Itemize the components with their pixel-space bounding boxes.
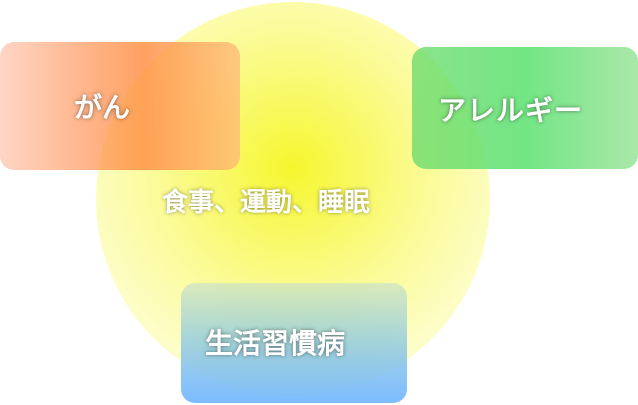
allergy-box: アレルギー: [412, 47, 638, 169]
lifestyle-disease-box: 生活習慣病: [181, 283, 407, 403]
allergy-label: アレルギー: [438, 94, 584, 127]
lifestyle-disease-label: 生活習慣病: [205, 327, 346, 360]
cancer-label: がん: [74, 91, 131, 124]
center-label: 食事、運動、睡眠: [162, 188, 371, 218]
cancer-box: がん: [0, 42, 240, 170]
